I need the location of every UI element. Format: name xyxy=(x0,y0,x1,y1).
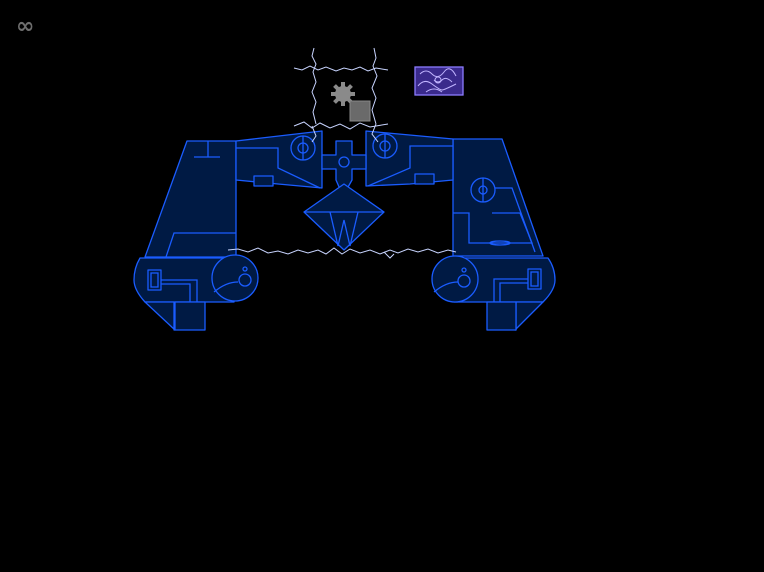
right-pod-port xyxy=(470,177,496,203)
left-hull-wing xyxy=(144,140,237,258)
center-core xyxy=(303,140,385,251)
minimap-icon[interactable] xyxy=(414,66,464,96)
left-tread xyxy=(133,254,259,331)
stone-block[interactable] xyxy=(349,100,371,122)
right-hull-wing xyxy=(452,138,544,257)
lightning-top xyxy=(293,47,389,143)
right-tread xyxy=(431,255,556,331)
lightning-bottom xyxy=(227,247,457,259)
gear-icon[interactable] xyxy=(331,82,355,106)
center-left-arm xyxy=(235,130,323,189)
center-right-arm xyxy=(365,130,454,187)
